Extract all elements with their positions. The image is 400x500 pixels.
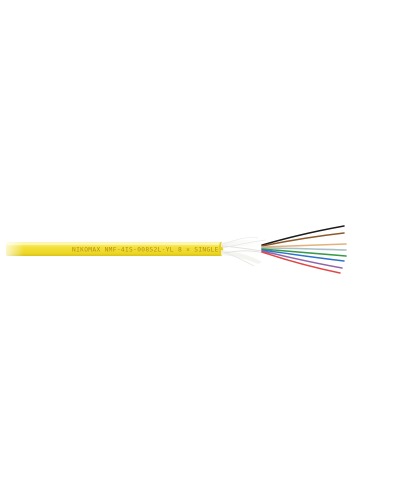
fiber-orange <box>261 243 347 248</box>
aramid-yarn <box>221 237 267 267</box>
fiber-red <box>261 251 341 274</box>
fiber-blue <box>261 249 345 262</box>
fiber-grey <box>261 247 347 251</box>
fiber-brown <box>261 232 345 247</box>
fiber-violet <box>261 250 343 269</box>
fiber-bundle <box>261 225 347 274</box>
fiber-green <box>261 248 347 257</box>
cable-jacket <box>0 240 224 258</box>
cable-marking-text: NIKOMAX NMF-4IS-008S2L-YL 8 × SINGLE <box>72 246 219 253</box>
fiber-black <box>261 225 345 246</box>
